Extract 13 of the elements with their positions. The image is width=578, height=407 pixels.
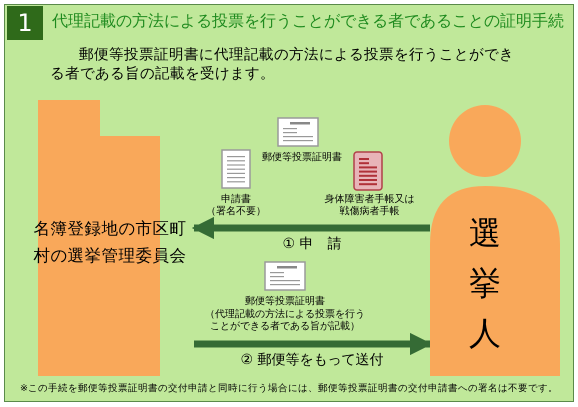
title: 代理記載の方法による投票を行うことができる者であることの証明手続 xyxy=(52,11,565,31)
number-badge: 1 xyxy=(7,6,43,40)
caption-text: 郵便等投票証明書 xyxy=(244,296,326,308)
caption-text: 申請書（署名不要） xyxy=(205,194,267,218)
node-label: 名簿登録地の市区町村の選挙管理委員会 xyxy=(32,218,188,267)
caption-text: 身体障害者手帳又は戦傷病者手帳 xyxy=(324,194,416,218)
arrow xyxy=(194,332,432,356)
caption-text: （代理記載の方法による投票を行うことができる者である旨が記載） xyxy=(204,309,366,333)
caption-text: 郵便等投票証明書 xyxy=(261,152,343,164)
footnote: ※この手続を郵便等投票証明書の交付申請と同時に行う場合には、郵便等投票証明書の交付申請書への署名は不要です。 xyxy=(19,382,559,396)
arrow xyxy=(192,216,430,240)
intro-text: 郵便等投票証明書に代理記載の方法による投票を行うことができる者である旨の記載を受けます。 xyxy=(50,46,515,84)
node-label: 選挙人 xyxy=(468,213,502,354)
